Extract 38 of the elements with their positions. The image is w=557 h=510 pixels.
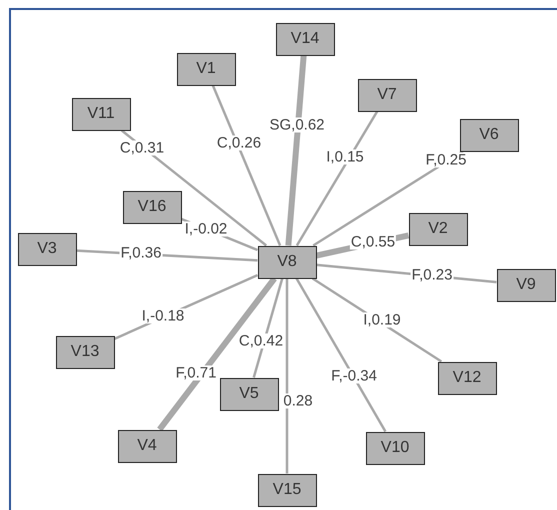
edge-label: 0.28 bbox=[282, 394, 314, 408]
node-box: V5 bbox=[220, 378, 278, 410]
node-box: V14 bbox=[276, 22, 334, 56]
edge-label: SG,0.62 bbox=[268, 118, 326, 132]
edge-label: C,0.55 bbox=[350, 234, 396, 250]
connector-line bbox=[286, 278, 288, 474]
connector-line bbox=[120, 130, 268, 246]
edge-label: I,-0.02 bbox=[184, 222, 228, 236]
connector-line bbox=[157, 276, 277, 432]
connector-line bbox=[285, 55, 307, 246]
node-box: V8 bbox=[258, 246, 316, 278]
node-box: V11 bbox=[72, 98, 130, 130]
node-box: V7 bbox=[358, 78, 416, 112]
node-box: V9 bbox=[496, 268, 556, 302]
node-box: V1 bbox=[176, 52, 236, 86]
node-box: V10 bbox=[366, 432, 424, 464]
node-box: V12 bbox=[438, 362, 496, 394]
edge-label: I,-0.18 bbox=[140, 308, 186, 324]
node-box: V4 bbox=[118, 430, 176, 462]
node-box: V3 bbox=[18, 232, 76, 266]
node-box: V16 bbox=[122, 190, 182, 224]
edge-label: F,0.36 bbox=[120, 246, 162, 260]
edge-label: F,0.25 bbox=[424, 152, 468, 168]
node-box: V2 bbox=[408, 212, 468, 246]
connector-line bbox=[212, 85, 282, 246]
edge-label: I,0.19 bbox=[362, 312, 402, 328]
node-box: V6 bbox=[460, 118, 518, 152]
edge-label: F,0.23 bbox=[410, 268, 454, 282]
node-box: V13 bbox=[56, 336, 114, 368]
edge-label: C,0.31 bbox=[118, 140, 166, 156]
edge-label: I,0.15 bbox=[325, 150, 365, 164]
edge-label: F,0.71 bbox=[174, 366, 218, 380]
connector-line bbox=[296, 110, 378, 246]
edge-label: F,-0.34 bbox=[330, 368, 378, 384]
edge-label: C,0.26 bbox=[216, 136, 262, 150]
edge-label: C,0.42 bbox=[238, 334, 284, 348]
node-box: V15 bbox=[258, 474, 316, 506]
connector-line bbox=[296, 278, 386, 432]
